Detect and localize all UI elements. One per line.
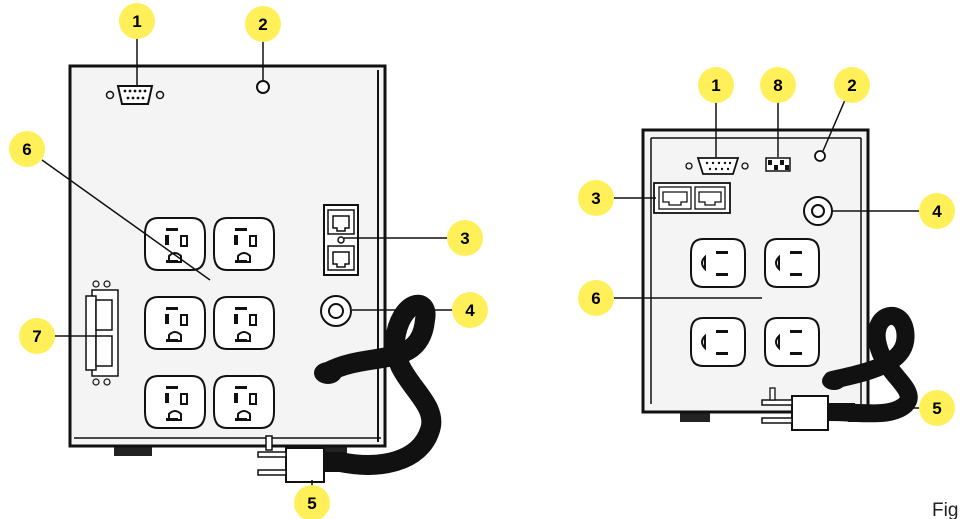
- large-callout-3: 3: [447, 220, 483, 256]
- svg-text:1: 1: [132, 12, 141, 31]
- small-unit-serial-port: [685, 157, 749, 175]
- small-unit-leader-lines: [612, 99, 920, 409]
- large-callout-4: 4: [452, 292, 488, 328]
- small-unit-dip-switch: [765, 157, 791, 172]
- small-callout-1: 1: [698, 67, 734, 103]
- large-unit-power-cord: [257, 294, 442, 483]
- small-callout-6: 6: [578, 280, 614, 316]
- large-unit-coax-protection: [85, 280, 119, 386]
- svg-text:3: 3: [591, 189, 600, 208]
- large-callout-6: 6: [9, 131, 45, 167]
- svg-text:7: 7: [32, 327, 41, 346]
- small-ups-unit: 1 8 2 3 4 6 5: [578, 67, 955, 431]
- small-unit-network-jacks: [653, 182, 731, 214]
- large-unit-serial-port: [105, 85, 165, 105]
- small-unit-power-cord: [761, 306, 918, 431]
- svg-text:6: 6: [591, 289, 600, 308]
- svg-text:5: 5: [307, 494, 316, 513]
- small-callout-3: 3: [578, 180, 614, 216]
- large-callout-2: 2: [245, 6, 281, 42]
- svg-text:2: 2: [847, 76, 856, 95]
- large-callout-7: 7: [19, 318, 55, 354]
- small-callout-4: 4: [919, 193, 955, 229]
- svg-text:8: 8: [773, 76, 782, 95]
- small-unit-breaker-hole: [814, 150, 826, 162]
- small-unit-housing: [641, 128, 870, 414]
- small-callout-2: 2: [834, 67, 870, 103]
- svg-text:2: 2: [258, 15, 267, 34]
- large-unit-breaker-hole: [256, 80, 270, 94]
- svg-text:3: 3: [460, 229, 469, 248]
- figure-caption: Fig: [932, 500, 958, 519]
- small-unit-circuit-breaker: [803, 196, 833, 226]
- large-callout-1: 1: [119, 3, 155, 39]
- svg-text:6: 6: [22, 140, 31, 159]
- large-unit-circuit-breaker: [320, 295, 352, 327]
- svg-text:4: 4: [465, 301, 475, 320]
- large-callout-5: 5: [294, 485, 330, 519]
- svg-text:1: 1: [711, 76, 720, 95]
- large-unit-leader-lines: [41, 32, 453, 487]
- svg-text:5: 5: [932, 399, 941, 418]
- large-ups-unit: 1 2 3 4 5 6 7: [9, 3, 488, 519]
- small-callout-8: 8: [760, 67, 796, 103]
- large-unit-network-jacks: [323, 204, 359, 276]
- small-callout-5: 5: [919, 390, 955, 426]
- svg-text:4: 4: [932, 202, 942, 221]
